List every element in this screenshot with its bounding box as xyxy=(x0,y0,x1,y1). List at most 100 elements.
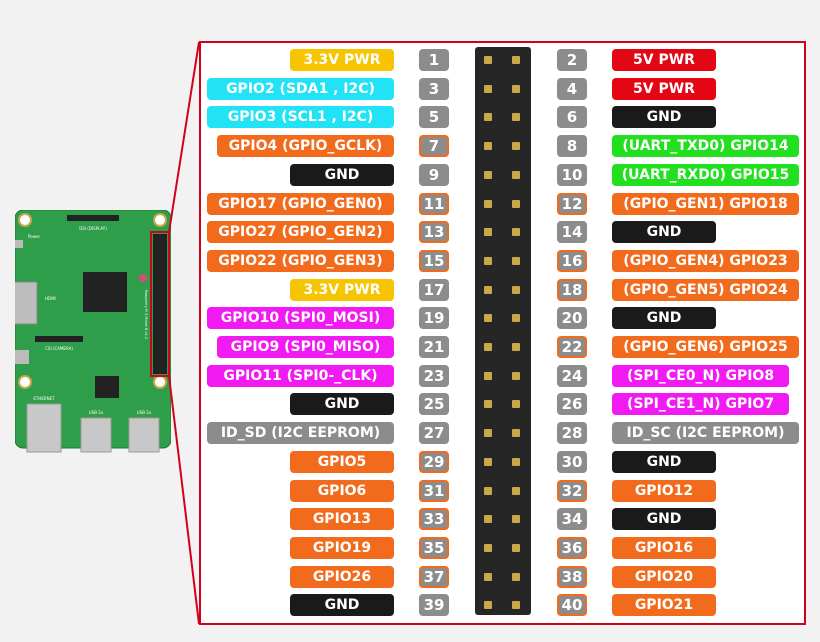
soc-chip xyxy=(83,272,127,312)
pin-29-label: GPIO5 xyxy=(290,451,394,473)
ethernet-label: ETHERNET xyxy=(33,396,55,401)
header-pin-30 xyxy=(512,458,520,466)
pin-3-label: GPIO2 (SDA1 , I2C) xyxy=(207,78,394,100)
pin-35-number: 35 xyxy=(419,537,449,559)
header-pin-9 xyxy=(484,171,492,179)
pin-10-number: 10 xyxy=(557,164,587,186)
header-pin-13 xyxy=(484,228,492,236)
pin-22-label: (GPIO_GEN6) GPIO25 xyxy=(612,336,799,358)
header-pin-5 xyxy=(484,113,492,121)
header-pin-26 xyxy=(512,400,520,408)
pin-11-label: GPIO17 (GPIO_GEN0) xyxy=(207,193,394,215)
header-pin-27 xyxy=(484,429,492,437)
pin-27-label: ID_SD (I2C EEPROM) xyxy=(207,422,394,444)
pin-32-number: 32 xyxy=(557,480,587,502)
lan-chip xyxy=(95,376,119,398)
dsi-label: DSI (DISPLAY) xyxy=(79,226,107,231)
pin-23-label: GPIO11 (SPI0-_CLK) xyxy=(207,365,394,387)
pin-22-number: 22 xyxy=(557,336,587,358)
pin-21-label: GPIO9 (SPI0_MISO) xyxy=(217,336,394,358)
pin-32-label: GPIO12 xyxy=(612,480,716,502)
zoom-line-top xyxy=(168,41,200,233)
usb-port-2 xyxy=(128,417,160,453)
pin-12-number: 12 xyxy=(557,193,587,215)
board-model-text: Raspberry Pi 3 Model B v1.2 xyxy=(144,290,148,339)
pin-26-label: (SPI_CE1_N) GPIO7 xyxy=(612,393,789,415)
header-pin-18 xyxy=(512,286,520,294)
pin-1-label: 3.3V PWR xyxy=(290,49,394,71)
header-pin-2 xyxy=(512,56,520,64)
pin-17-number: 17 xyxy=(419,279,449,301)
csi-connector xyxy=(35,336,83,342)
pin-11-number: 11 xyxy=(419,193,449,215)
header-pin-33 xyxy=(484,515,492,523)
pin-36-number: 36 xyxy=(557,537,587,559)
mounting-hole-icon xyxy=(153,213,167,227)
pin-35-label: GPIO19 xyxy=(290,537,394,559)
board-gpio-header xyxy=(153,234,167,374)
pin-38-label: GPIO20 xyxy=(612,566,716,588)
header-pin-25 xyxy=(484,400,492,408)
header-pin-15 xyxy=(484,257,492,265)
pin-40-label: GPIO21 xyxy=(612,594,716,616)
pin-23-number: 23 xyxy=(419,365,449,387)
pin-28-label: ID_SC (I2C EEPROM) xyxy=(612,422,799,444)
power-label: Power xyxy=(28,234,40,239)
pin-5-label: GPIO3 (SCL1 , I2C) xyxy=(207,106,394,128)
pin-18-number: 18 xyxy=(557,279,587,301)
pin-17-label: 3.3V PWR xyxy=(290,279,394,301)
header-pin-6 xyxy=(512,113,520,121)
pin-14-number: 14 xyxy=(557,221,587,243)
header-pin-22 xyxy=(512,343,520,351)
usb-label-2: USB 2x xyxy=(137,410,152,415)
pin-9-number: 9 xyxy=(419,164,449,186)
pin-7-label: GPIO4 (GPIO_GCLK) xyxy=(217,135,394,157)
header-pin-21 xyxy=(484,343,492,351)
pin-31-label: GPIO6 xyxy=(290,480,394,502)
pin-37-number: 37 xyxy=(419,566,449,588)
pin-24-number: 24 xyxy=(557,365,587,387)
header-pin-7 xyxy=(484,142,492,150)
csi-label: CSI (CAMERA) xyxy=(45,346,73,351)
pin-30-label: GND xyxy=(612,451,716,473)
pin-4-number: 4 xyxy=(557,78,587,100)
pin-6-number: 6 xyxy=(557,106,587,128)
pin-1-number: 1 xyxy=(419,49,449,71)
header-pin-40 xyxy=(512,601,520,609)
pin-14-label: GND xyxy=(612,221,716,243)
pin-34-label: GND xyxy=(612,508,716,530)
pin-13-number: 13 xyxy=(419,221,449,243)
pin-28-number: 28 xyxy=(557,422,587,444)
pin-16-label: (GPIO_GEN4) GPIO23 xyxy=(612,250,799,272)
pin-29-number: 29 xyxy=(419,451,449,473)
header-pin-1 xyxy=(484,56,492,64)
header-pin-16 xyxy=(512,257,520,265)
pin-33-number: 33 xyxy=(419,508,449,530)
header-pin-10 xyxy=(512,171,520,179)
header-pin-39 xyxy=(484,601,492,609)
pin-31-number: 31 xyxy=(419,480,449,502)
power-port xyxy=(15,240,23,248)
zoom-line-bottom xyxy=(168,375,200,625)
header-pin-31 xyxy=(484,487,492,495)
pin-39-number: 39 xyxy=(419,594,449,616)
pin-9-label: GND xyxy=(290,164,394,186)
pin-21-number: 21 xyxy=(419,336,449,358)
pin-36-label: GPIO16 xyxy=(612,537,716,559)
header-pin-14 xyxy=(512,228,520,236)
pin-34-number: 34 xyxy=(557,508,587,530)
pin-25-number: 25 xyxy=(419,393,449,415)
header-pin-12 xyxy=(512,200,520,208)
pin-24-label: (SPI_CE0_N) GPIO8 xyxy=(612,365,789,387)
pin-19-label: GPIO10 (SPI0_MOSI) xyxy=(207,307,394,329)
raspberry-pi-board: DSI (DISPLAY) Power HDMI CSI (CAMERA) ET… xyxy=(15,210,171,453)
board-gpio-highlight xyxy=(150,231,170,377)
header-pin-29 xyxy=(484,458,492,466)
header-pin-3 xyxy=(484,85,492,93)
pin-13-label: GPIO27 (GPIO_GEN2) xyxy=(207,221,394,243)
header-pin-8 xyxy=(512,142,520,150)
header-pin-23 xyxy=(484,372,492,380)
pin-3-number: 3 xyxy=(419,78,449,100)
